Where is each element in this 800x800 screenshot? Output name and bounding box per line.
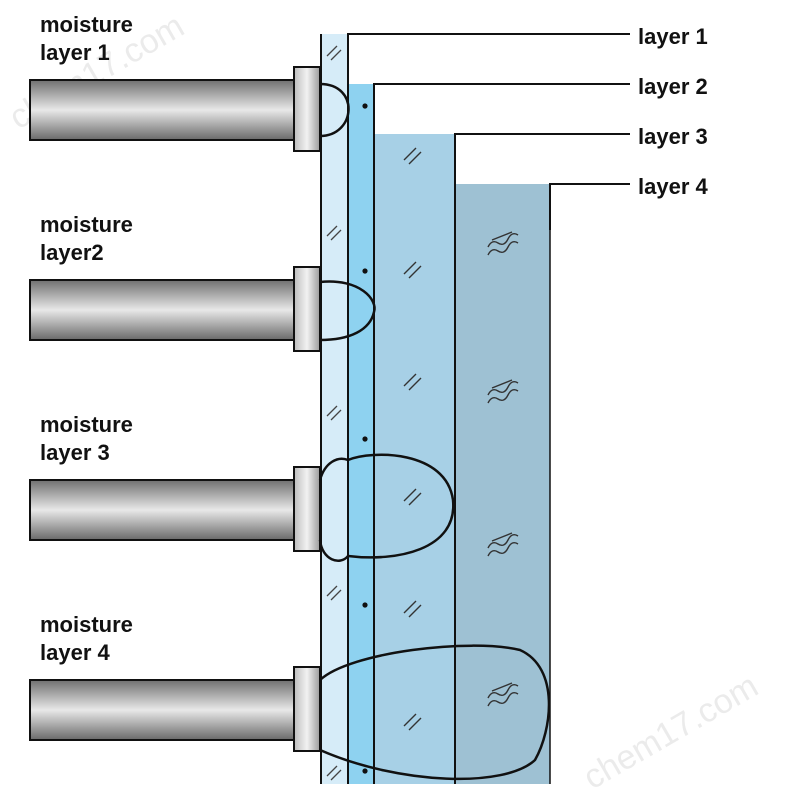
layer-3-hatch bbox=[403, 147, 422, 731]
probe-3-label-line1: moisture bbox=[40, 412, 133, 437]
probe-2 bbox=[29, 266, 376, 352]
probe-1-cap bbox=[293, 66, 321, 152]
layer-label-3: layer 3 bbox=[638, 124, 708, 149]
layer-4-band bbox=[455, 184, 550, 784]
probe-3 bbox=[29, 453, 455, 562]
layer-1-band bbox=[322, 34, 348, 784]
layer-label-4: layer 4 bbox=[638, 174, 708, 199]
probe-1-rod bbox=[29, 79, 297, 141]
probe-2-field bbox=[319, 280, 376, 342]
probe-2-label-line2: layer2 bbox=[40, 240, 104, 265]
leader-lines bbox=[347, 33, 630, 230]
probe-4-field bbox=[319, 644, 551, 781]
layer-1-hatch bbox=[326, 45, 342, 781]
layer-2-dots bbox=[362, 103, 368, 774]
layer-boundaries bbox=[320, 34, 551, 784]
probe-1-field bbox=[319, 82, 350, 138]
probe-4-cap bbox=[293, 666, 321, 752]
layer-label-2: layer 2 bbox=[638, 74, 708, 99]
probe-4-rod bbox=[29, 679, 297, 741]
watermark-bottom: chem17.com bbox=[577, 667, 765, 797]
probe-4-label-line1: moisture bbox=[40, 612, 133, 637]
layer-2-band bbox=[348, 84, 374, 784]
probe-1-label-line1: moisture bbox=[40, 12, 133, 37]
probe-3-field bbox=[318, 453, 455, 562]
probe-1 bbox=[29, 66, 350, 152]
probe-2-cap bbox=[293, 266, 321, 352]
probe-3-rod bbox=[29, 479, 297, 541]
probe-3-label-line2: layer 3 bbox=[40, 440, 110, 465]
probe-2-label-line1: moisture bbox=[40, 212, 133, 237]
probe-1-label-line2: layer 1 bbox=[40, 40, 110, 65]
layer-label-1: layer 1 bbox=[638, 24, 708, 49]
probe-4 bbox=[29, 644, 551, 781]
probe-3-cap bbox=[293, 466, 321, 552]
probe-2-rod bbox=[29, 279, 297, 341]
layer-4-waves bbox=[487, 231, 519, 707]
probe-4-label-line2: layer 4 bbox=[40, 640, 110, 665]
